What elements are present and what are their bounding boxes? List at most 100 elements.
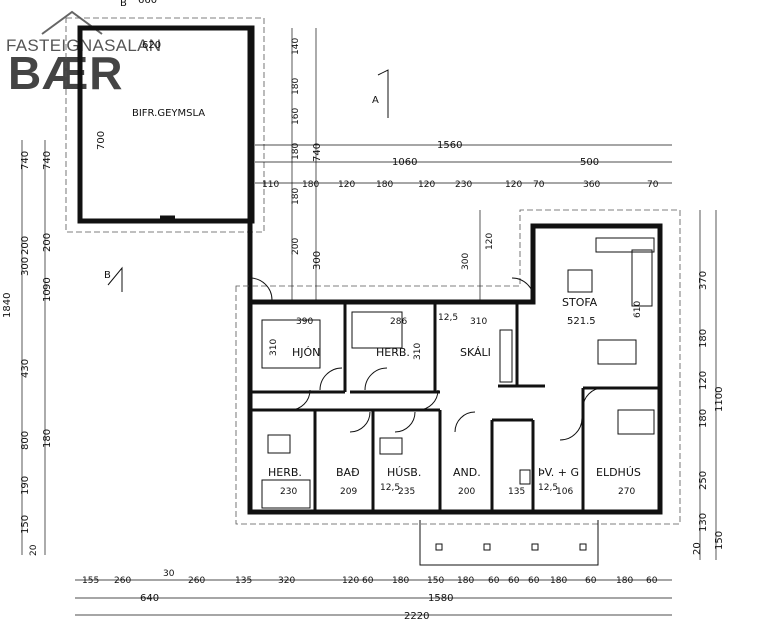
section-label-b-top: B bbox=[120, 0, 127, 9]
dim-room: 310 bbox=[470, 317, 487, 327]
dim-chain-top: 70 bbox=[533, 180, 545, 190]
dim-bottom: 260 bbox=[188, 576, 205, 586]
dim-180b: 180 bbox=[291, 143, 301, 160]
dim-room: 135 bbox=[508, 487, 525, 497]
label-bath: BAÐ bbox=[336, 466, 360, 479]
label-living-room: STOFA bbox=[562, 296, 598, 309]
section-label-b: B bbox=[104, 270, 111, 281]
furniture bbox=[261, 237, 655, 509]
dim-top-660: 660 bbox=[138, 0, 157, 6]
section-marker-a: A bbox=[372, 69, 389, 118]
dim-160: 160 bbox=[291, 108, 301, 125]
top-dimension-chain: 110 180 120 180 120 230 120 70 360 70 bbox=[262, 180, 659, 190]
dim-200: 200 bbox=[291, 238, 301, 255]
label-wc: ÞV. + G bbox=[538, 466, 579, 479]
dim-150: 150 bbox=[714, 531, 725, 550]
dim-right-180b: 180 bbox=[698, 409, 709, 428]
dim-2220: 2220 bbox=[404, 611, 429, 620]
dim-room: 106 bbox=[556, 487, 573, 497]
terrace-outline bbox=[419, 520, 599, 566]
label-master-bedroom: HJÓN bbox=[292, 346, 320, 359]
dim-garage-width: 620 bbox=[142, 40, 161, 51]
label-entry: AND. bbox=[453, 466, 481, 479]
dim-room: 310 bbox=[269, 339, 279, 356]
label-hall: SKÁLI bbox=[460, 346, 491, 359]
dim-room: 200 bbox=[458, 487, 475, 497]
dim-left: 800 bbox=[20, 431, 31, 450]
garage-outline bbox=[65, 17, 265, 233]
dim-left2: 180 bbox=[42, 429, 53, 448]
dim-chain-top: 360 bbox=[583, 180, 600, 190]
dim-1840: 1840 bbox=[2, 293, 13, 318]
room-dimensions: 390 310 286 310 310 610 230 209 235 200 … bbox=[269, 301, 643, 497]
dim-130: 130 bbox=[698, 513, 709, 532]
dim-left: 190 bbox=[20, 476, 31, 495]
dim-chain-top: 120 bbox=[418, 180, 435, 190]
section-marker-b: B bbox=[104, 266, 123, 292]
dim-180a: 180 bbox=[291, 78, 301, 95]
label-kitchen: ELDHÚS bbox=[596, 466, 641, 479]
dim-left: 300 bbox=[20, 257, 31, 276]
dim-chain-top: 180 bbox=[376, 180, 393, 190]
dim-left2: 10 bbox=[42, 289, 53, 302]
dim-room: 235 bbox=[398, 487, 415, 497]
dim-left: 200 bbox=[20, 236, 31, 255]
dim-1060: 1060 bbox=[392, 157, 417, 168]
dim-right-120: 120 bbox=[698, 371, 709, 390]
label-utility: HÚSB. bbox=[387, 466, 421, 479]
dim-chain-top: 230 bbox=[455, 180, 472, 190]
dim-left2: 90 bbox=[42, 277, 53, 290]
house-outer-walls bbox=[247, 223, 663, 515]
label-living-area: 521.5 bbox=[567, 316, 596, 327]
dim-right-180: 180 bbox=[698, 329, 709, 348]
logo-house-icon bbox=[41, 10, 103, 35]
connector-vertical-dims: 140 180 160 180 180 200 740 300 300 120 bbox=[291, 38, 495, 270]
dim-room: 610 bbox=[633, 301, 643, 318]
dim-left: 150 bbox=[20, 515, 31, 534]
dim-1100: 1100 bbox=[714, 387, 725, 412]
dim-room: 230 bbox=[280, 487, 297, 497]
dim-room: 270 bbox=[618, 487, 635, 497]
terrace-posts bbox=[435, 543, 587, 551]
dim-bottom: 180 bbox=[550, 576, 567, 586]
garage-walls bbox=[77, 25, 255, 224]
brand-top: FASTEIGNASALAN bbox=[6, 36, 162, 55]
dim-left2: 740 bbox=[42, 151, 53, 170]
label-bedroom-2: HERB. bbox=[268, 466, 302, 479]
dim-120: 120 bbox=[485, 233, 495, 250]
section-marker-b-top: B bbox=[120, 0, 127, 9]
dim-300: 300 bbox=[312, 251, 323, 270]
dim-right-20: 20 bbox=[692, 542, 703, 555]
dim-180c: 180 bbox=[291, 188, 301, 205]
dim-1580: 1580 bbox=[428, 593, 453, 604]
dim-bottom: 60 bbox=[488, 576, 500, 586]
dim-small: 12,5 bbox=[538, 483, 558, 493]
dim-bottom: 60 bbox=[508, 576, 520, 586]
dim-250: 250 bbox=[698, 471, 709, 490]
dim-chain-top: 110 bbox=[262, 180, 279, 190]
dim-left: 740 bbox=[20, 151, 31, 170]
dim-bottom: 60 bbox=[362, 576, 374, 586]
dim-small: 12,5 bbox=[438, 313, 458, 323]
dim-chain-top: 120 bbox=[505, 180, 522, 190]
dim-bottom: 180 bbox=[392, 576, 409, 586]
house-dashed-outline bbox=[235, 209, 681, 525]
right-dimension-chain: 370 180 120 180 250 130 1100 150 20 bbox=[692, 271, 725, 555]
section-label-a: A bbox=[372, 95, 379, 106]
dim-140: 140 bbox=[291, 38, 301, 55]
dim-370: 370 bbox=[698, 271, 709, 290]
dim-room: 286 bbox=[390, 317, 407, 327]
dimension-lines bbox=[21, 28, 717, 616]
dim-bottom: 260 bbox=[114, 576, 131, 586]
dim-bottom: 180 bbox=[616, 576, 633, 586]
dim-bottom: 60 bbox=[528, 576, 540, 586]
dim-room: 209 bbox=[340, 487, 357, 497]
dim-bottom-20: 20 bbox=[29, 544, 39, 556]
interior-walls bbox=[250, 302, 660, 512]
dim-bottom: 320 bbox=[278, 576, 295, 586]
dim-small: 12,5 bbox=[380, 483, 400, 493]
dim-300b: 300 bbox=[461, 253, 471, 270]
left-dimension-chain: 740 200 300 430 800 190 150 1840 740 200… bbox=[2, 151, 53, 534]
dim-bottom: 155 bbox=[82, 576, 99, 586]
